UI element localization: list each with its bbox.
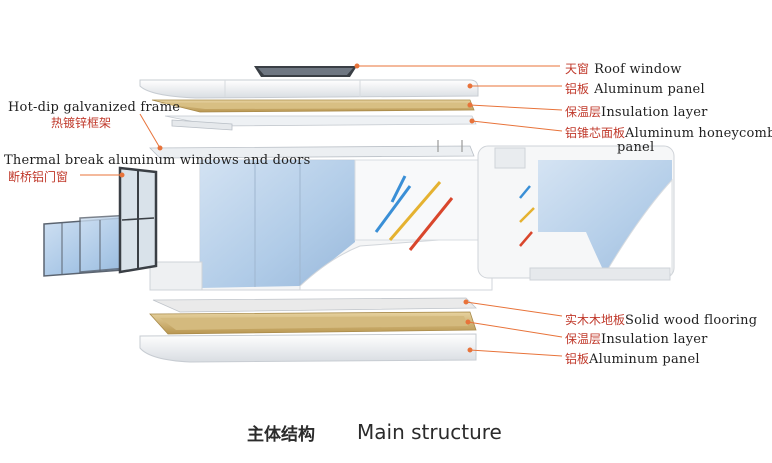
label-wood-floor-en: Solid wood flooring xyxy=(625,313,758,328)
label-galvanized-cn: 热镀锌框架 xyxy=(51,116,112,130)
bottom-aluminum-panel xyxy=(139,333,477,363)
label-thermal-break-cn: 断桥铝门窗 xyxy=(8,170,69,184)
label-insulation-bottom: 保温层Insulation layer xyxy=(565,330,708,346)
footer-title-cn: 主体结构 xyxy=(247,425,315,445)
right-module xyxy=(477,145,675,281)
label-roof-window-en: Roof window xyxy=(594,62,682,77)
galvanized-frame xyxy=(149,119,475,159)
stripe-red xyxy=(408,197,454,251)
label-aluminum-panel-bottom: 铝板Aluminum panel xyxy=(565,350,700,366)
label-aluminum-panel-top-en: Aluminum panel xyxy=(594,82,705,97)
bottom-insulation-layer xyxy=(149,311,477,335)
label-thermal-break-en: Thermal break aluminum windows and doors xyxy=(4,153,311,168)
label-insulation-top: 保温层Insulation layer xyxy=(565,103,708,119)
label-honeycomb-cn: 铝锥芯面板 xyxy=(565,126,626,140)
label-thermal-break-cn-wrap: 断桥铝门窗 xyxy=(8,168,68,184)
label-wood-floor-cn: 实木木地板 xyxy=(565,313,626,327)
aluminum-door-frame xyxy=(118,166,158,274)
label-insulation-bottom-en: Insulation layer xyxy=(601,332,708,347)
label-insulation-top-en: Insulation layer xyxy=(601,105,708,120)
roof-window xyxy=(254,66,357,77)
label-aluminum-panel-bottom-cn: 铝板 xyxy=(565,352,590,366)
label-insulation-bottom-cn: 保温层 xyxy=(565,332,602,346)
stripe-blue xyxy=(390,175,407,203)
label-wood-floor: 实木木地板Solid wood flooring xyxy=(565,311,757,327)
top-insulation-layer xyxy=(151,99,475,113)
label-roof-window: 天窗 Roof window xyxy=(565,60,682,76)
top-aluminum-panel xyxy=(139,79,479,99)
label-roof-window-cn: 天窗 xyxy=(565,62,590,76)
stripe-yellow xyxy=(388,181,442,241)
label-honeycomb-en2: panel xyxy=(617,140,655,155)
label-aluminum-panel-top: 铝板 Aluminum panel xyxy=(565,80,705,96)
label-aluminum-panel-bottom-en: Aluminum panel xyxy=(589,352,700,367)
label-thermal-break-en-wrap: Thermal break aluminum windows and doors xyxy=(4,151,310,167)
label-galvanized-en: Hot-dip galvanized frame xyxy=(8,100,181,115)
label-aluminum-panel-top-cn: 铝板 xyxy=(565,82,590,96)
label-honeycomb-line2: panel xyxy=(617,138,654,154)
main-module-body xyxy=(149,159,493,291)
label-insulation-top-cn: 保温层 xyxy=(565,105,602,119)
label-honeycomb: 铝锥芯面板Aluminum honeycomb xyxy=(565,124,772,140)
label-honeycomb-en: Aluminum honeycomb xyxy=(625,126,772,141)
leader-lines xyxy=(80,63,563,357)
label-galvanized-cn-wrap: 热镀锌框架 xyxy=(51,114,111,130)
solid-wood-flooring xyxy=(152,297,477,313)
footer-title-en: Main structure xyxy=(357,420,502,444)
label-galvanized-en-wrap: Hot-dip galvanized frame xyxy=(8,98,180,114)
